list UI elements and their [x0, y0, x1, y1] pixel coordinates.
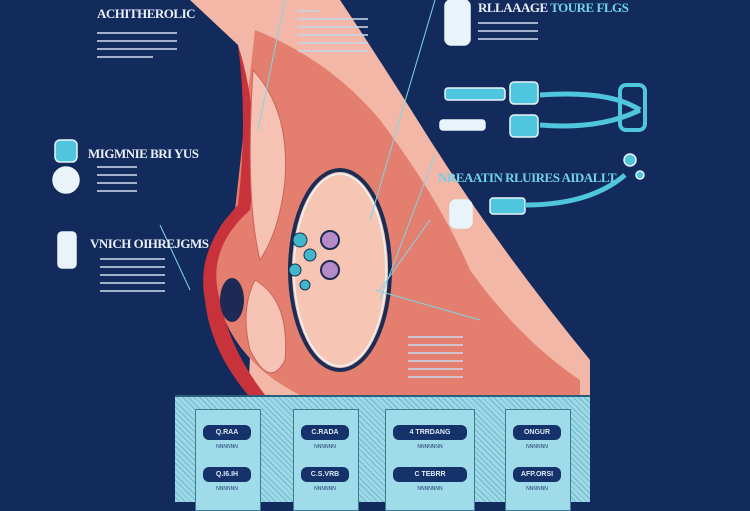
anatomy-illustration — [52, 0, 647, 395]
panel-caption: NNNNNN — [314, 444, 336, 450]
panel-caption: NNNNNN — [314, 486, 336, 492]
panel-button[interactable]: Q.I6.IH — [203, 467, 251, 482]
text-block-top-left — [97, 26, 177, 64]
leader-lines — [159, 0, 481, 321]
panel-button[interactable]: C TEBRR — [393, 467, 467, 482]
heading-mid-left: MIGMNIE BRI YUS — [88, 146, 199, 161]
dark-vessel — [220, 278, 244, 322]
panel-button[interactable]: C.RADA — [301, 425, 349, 440]
panel-button[interactable]: C.S.VRB — [301, 467, 349, 482]
text-block-top-center — [298, 4, 368, 58]
artery — [203, 45, 265, 395]
panel-column-3: 4 TRRDANG NNNNNNN C TEBRR NNNNNNN — [385, 409, 475, 511]
fat-cells — [249, 68, 287, 262]
heading-top-left: ACHITHEROLIC — [97, 6, 196, 21]
device-icons — [52, 0, 647, 269]
panel-column-2: C.RADA NNNNNN C.S.VRB NNNNNN — [293, 409, 359, 511]
heading-top-right-dark: RLLAAAGE — [478, 0, 548, 15]
panel-button[interactable]: Q.RAA — [203, 425, 251, 440]
button-panel: Q.RAA NNNNNN Q.I6.IH NNNNNN C.RADA NNNNN… — [175, 395, 590, 511]
panel-column-1: Q.RAA NNNNNN Q.I6.IH NNNNNN — [195, 409, 261, 511]
panel-button[interactable]: ONGUR — [513, 425, 561, 440]
panel-caption: NNNNNNN — [417, 486, 443, 492]
text-block-lower-center — [408, 330, 463, 384]
panel-button[interactable]: AFP.ORSI — [513, 467, 561, 482]
cyan-clusters — [288, 232, 317, 291]
heading-lower-left: VNICH OIHREJGMS — [90, 236, 209, 251]
fat-cells-lower — [245, 279, 287, 374]
heading-top-right-cyan: TOURE FLGS — [550, 0, 629, 15]
text-block-top-right — [478, 16, 538, 46]
panel-caption: NNNNNN — [216, 444, 238, 450]
panel-caption: NNNNNNN — [417, 444, 443, 450]
panel-button[interactable]: 4 TRRDANG — [393, 425, 467, 440]
panel-caption: NNNNNN — [526, 486, 548, 492]
panel-column-4: ONGUR NNNNNN AFP.ORSI NNNNNN — [505, 409, 571, 511]
panel-caption: NNNNNN — [216, 486, 238, 492]
panel-caption: NNNNNN — [526, 444, 548, 450]
heading-top-right: RLLAAAGE TOURE FLGS — [478, 0, 629, 16]
heading-mid-right: NREAATIN RLUIRES AIDALLT — [438, 170, 617, 185]
text-block-mid-left — [97, 160, 137, 198]
text-block-lower-left — [100, 252, 165, 298]
